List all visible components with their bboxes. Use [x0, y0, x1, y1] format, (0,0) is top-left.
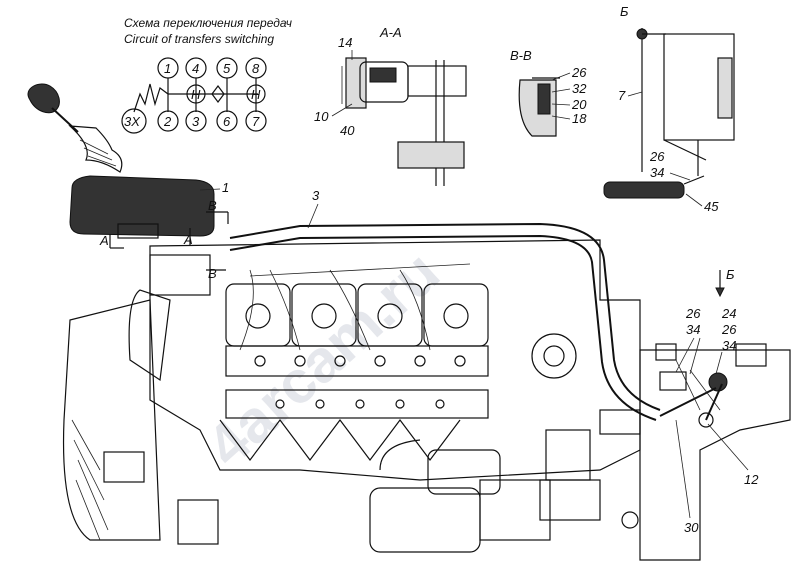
view-b-top: Б 7 26 34 45 — [603, 4, 735, 214]
neutral-label-1: H — [191, 87, 201, 102]
gear-label-3: 3 — [192, 114, 200, 129]
gear-circle-1 — [157, 57, 179, 79]
callout-30: 30 — [684, 520, 699, 535]
gear-label-3x: 3X — [124, 114, 141, 129]
callout-20: 20 — [571, 97, 587, 112]
cut-label-b1: В — [208, 198, 217, 213]
callout-34c: 34 — [686, 322, 700, 337]
callout-12: 12 — [744, 472, 759, 487]
callout-26d: 26 — [721, 322, 737, 337]
cut-label-a1: А — [99, 233, 109, 248]
gear-circle-2 — [157, 110, 179, 132]
callout-34b: 34 — [650, 165, 664, 180]
callout-26a: 26 — [571, 65, 587, 80]
callout-24: 24 — [721, 306, 736, 321]
section-aa-title: А-А — [379, 25, 402, 40]
callout-3: 3 — [312, 188, 320, 203]
caption-ru: Схема переключения передач — [124, 16, 292, 30]
callout-40: 40 — [340, 123, 355, 138]
section-marks: А А В В — [99, 198, 229, 281]
section-vv: В-В 26 32 20 18 — [510, 48, 587, 137]
gear-label-7: 7 — [252, 114, 260, 129]
cut-label-b2: В — [208, 266, 217, 281]
callout-32: 32 — [572, 81, 587, 96]
gear-circle-5 — [216, 57, 238, 79]
gear-label-4: 4 — [192, 61, 199, 76]
caption-en: Circuit of transfers switching — [124, 32, 274, 46]
shift-scheme: 1 4 5 8 3X 2 3 6 7 H H — [121, 57, 267, 134]
callout-14: 14 — [338, 35, 352, 50]
gear-circle-6 — [216, 110, 238, 132]
gear-circle-4 — [185, 57, 207, 79]
neutral-circle-2 — [246, 84, 266, 104]
neutral-label-2: H — [251, 87, 261, 102]
gear-label-1: 1 — [164, 61, 171, 76]
callout-1: 1 — [222, 180, 229, 195]
gear-circle-8 — [245, 57, 267, 79]
neutral-circle-1 — [186, 84, 206, 104]
callout-7: 7 — [618, 88, 626, 103]
section-vv-title: В-В — [510, 48, 532, 63]
gear-label-5: 5 — [223, 61, 231, 76]
gear-label-2: 2 — [163, 114, 172, 129]
callout-45: 45 — [704, 199, 719, 214]
engine-block — [62, 239, 641, 553]
cut-label-a2: А — [183, 232, 193, 247]
gear-lever: 1 — [27, 83, 229, 239]
gear-circle-3x — [121, 108, 147, 134]
gearbox-side: Б 26 34 24 26 34 12 30 — [639, 267, 791, 561]
gear-label-6: 6 — [223, 114, 231, 129]
control-rod: 3 — [229, 188, 661, 421]
callout-26b: 26 — [649, 149, 665, 164]
callout-26c: 26 — [685, 306, 701, 321]
gear-circle-3 — [185, 110, 207, 132]
gear-circle-7 — [245, 110, 267, 132]
callout-10: 10 — [314, 109, 329, 124]
view-b-top-title: Б — [620, 4, 629, 19]
gear-label-8: 8 — [252, 61, 260, 76]
callout-34d: 34 — [722, 338, 736, 353]
callout-18: 18 — [572, 111, 587, 126]
section-aa: А-А 14 10 40 — [314, 25, 467, 186]
view-b-side-title: Б — [726, 267, 735, 282]
